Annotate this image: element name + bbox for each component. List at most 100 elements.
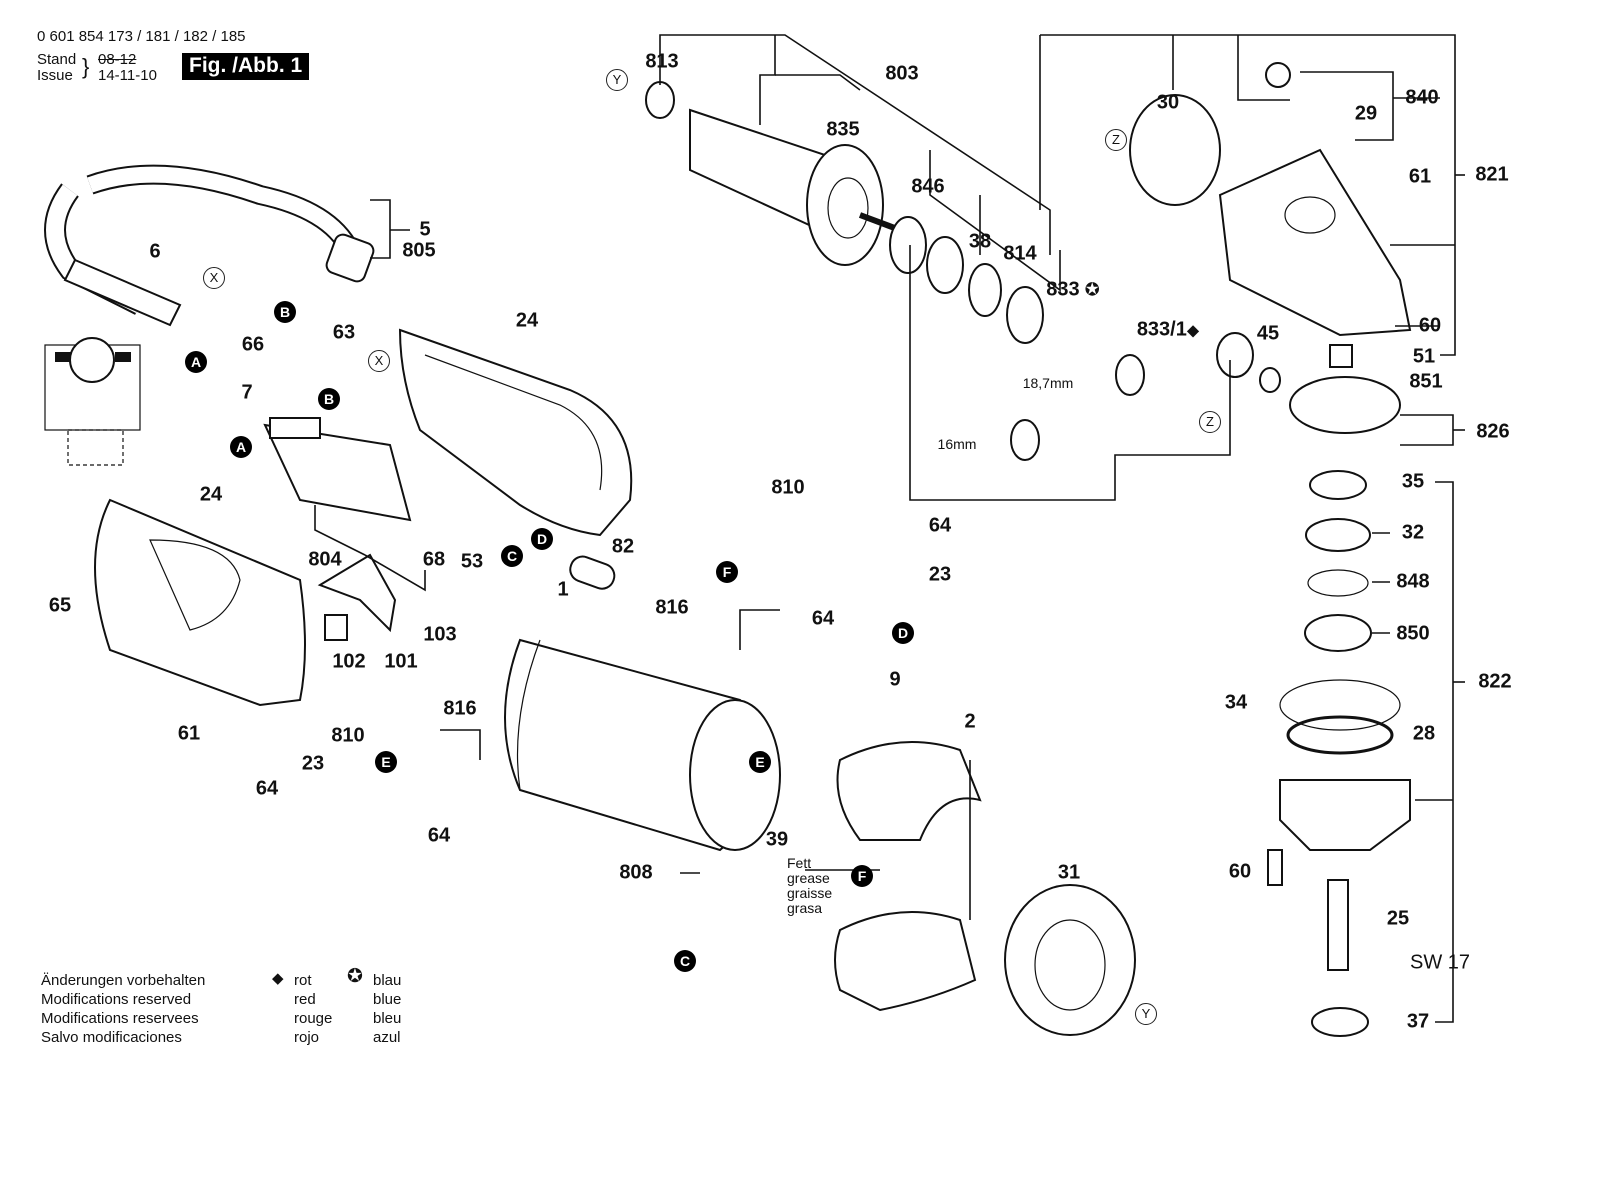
grease-note-en: grease <box>787 870 830 886</box>
callout-63: 63 <box>332 321 356 344</box>
circlip-848 <box>1307 569 1369 597</box>
bearing-833-1 <box>1115 354 1145 396</box>
needle-bearing-35 <box>1309 470 1367 500</box>
disclaimer-text: Änderungen vorbehalten Modifications res… <box>41 971 205 1047</box>
flange-37 <box>1311 1007 1369 1037</box>
connector-marker-e: E <box>375 751 397 773</box>
callout-850: 850 <box>1396 622 1430 645</box>
callout-64-upper-mid: 64 <box>811 607 835 630</box>
grease-note-de: Fett <box>787 855 812 871</box>
callout-821: 821 <box>1475 163 1509 186</box>
connector-marker-f: F <box>851 865 873 887</box>
connector-marker-a: A <box>230 436 252 458</box>
sleeve-51 <box>1329 344 1353 368</box>
diamond-icon: ◆ <box>1186 322 1200 340</box>
wrench-size-label: SW 17 <box>1409 951 1471 974</box>
connector-marker-a: A <box>185 351 207 373</box>
spring-102 <box>324 614 348 641</box>
callout-103: 103 <box>423 623 457 646</box>
ball-bearing-850 <box>1304 614 1372 652</box>
legend-red-de: rot <box>294 972 312 989</box>
callout-810-lower: 810 <box>331 724 365 747</box>
callout-30: 30 <box>1156 91 1180 114</box>
spindle-lock-button <box>1265 62 1291 88</box>
legend-red-es: rojo <box>294 1029 320 1046</box>
reference-marker-y: Y <box>606 69 628 91</box>
callout-60-upper: 60 <box>1418 314 1442 337</box>
screw-60 <box>1267 849 1283 886</box>
gasket-34 <box>1279 679 1401 731</box>
diamond-icon: ◆ <box>272 970 284 987</box>
legend-red-fr: rouge <box>294 1010 333 1027</box>
legend-blue-es: azul <box>373 1029 401 1046</box>
connector-marker-c: C <box>501 545 523 567</box>
connector-marker-c: C <box>674 950 696 972</box>
switch-lever-101 <box>317 553 397 633</box>
callout-805: 805 <box>402 239 436 262</box>
connector-marker-d: D <box>892 622 914 644</box>
callout-848: 848 <box>1396 570 1430 593</box>
callout-833-blue: 833 ✪ <box>1046 279 1099 302</box>
brace: } <box>82 54 90 79</box>
callout-808: 808 <box>619 861 653 884</box>
callout-1: 1 <box>557 578 569 601</box>
bearing-flange <box>1279 779 1411 851</box>
callout-28: 28 <box>1412 722 1436 745</box>
callout-814: 814 <box>1003 242 1037 265</box>
callout-68: 68 <box>422 548 446 571</box>
callout-61-lower: 61 <box>177 722 201 745</box>
end-cap-31 <box>1004 884 1136 1036</box>
pinion <box>1216 332 1254 378</box>
switch-assembly-804 <box>263 417 412 522</box>
callout-813: 813 <box>645 50 679 73</box>
disclaimer-de: Änderungen vorbehalten <box>41 972 206 989</box>
callout-24-upper: 24 <box>515 309 539 332</box>
callout-66: 66 <box>241 333 265 356</box>
callout-833-1-text: 833/1 <box>1136 318 1187 341</box>
callout-803: 803 <box>885 62 919 85</box>
callout-29: 29 <box>1354 102 1378 125</box>
bearing-38 <box>968 263 1002 317</box>
callout-25: 25 <box>1386 907 1410 930</box>
callout-65: 65 <box>48 594 72 617</box>
reference-marker-x: X <box>203 267 225 289</box>
field-coil-2-lower <box>834 911 977 1012</box>
star-circle-icon: ✪ <box>347 966 363 987</box>
callout-64-lower-left: 64 <box>255 777 279 800</box>
callout-7: 7 <box>241 381 253 404</box>
callout-9: 9 <box>889 668 901 691</box>
callout-846: 846 <box>911 175 945 198</box>
handle-housing-24-left <box>94 498 306 707</box>
spindle-25 <box>1327 879 1349 971</box>
dimension-16mm: 16mm <box>937 436 977 452</box>
legend-blue-labels: blau blue bleu azul <box>373 971 401 1047</box>
dimension-18-7mm: 18,7mm <box>1022 375 1074 391</box>
stand-label: Stand <box>37 51 77 68</box>
callout-816-upper: 816 <box>655 596 689 619</box>
callout-851: 851 <box>1409 370 1443 393</box>
armature-835 <box>645 81 902 266</box>
callout-31: 31 <box>1057 861 1081 884</box>
callout-34: 34 <box>1224 691 1248 714</box>
connector-marker-f: F <box>716 561 738 583</box>
connector-marker-e: E <box>749 751 771 773</box>
legend-red-en: red <box>294 991 316 1008</box>
bearing-833 <box>1010 419 1040 461</box>
o-ring-28 <box>1286 715 1394 755</box>
callout-102: 102 <box>332 650 366 673</box>
reference-marker-z: Z <box>1105 129 1127 151</box>
callout-804: 804 <box>308 548 342 571</box>
callout-61-upper: 61 <box>1408 165 1432 188</box>
callout-5: 5 <box>419 218 431 241</box>
reference-marker-x: X <box>368 350 390 372</box>
nut-45 <box>1259 367 1281 393</box>
grease-note-es: grasa <box>787 900 823 916</box>
reference-marker-z: Z <box>1199 411 1221 433</box>
disclaimer-fr: Modifications reservees <box>41 1010 199 1027</box>
leader-lines <box>314 34 1465 1023</box>
issue-label: Issue <box>37 67 73 84</box>
callout-23-upper: 23 <box>928 563 952 586</box>
callout-32: 32 <box>1401 521 1425 544</box>
reference-marker-y: Y <box>1135 1003 1157 1025</box>
connector-marker-b: B <box>274 301 296 323</box>
